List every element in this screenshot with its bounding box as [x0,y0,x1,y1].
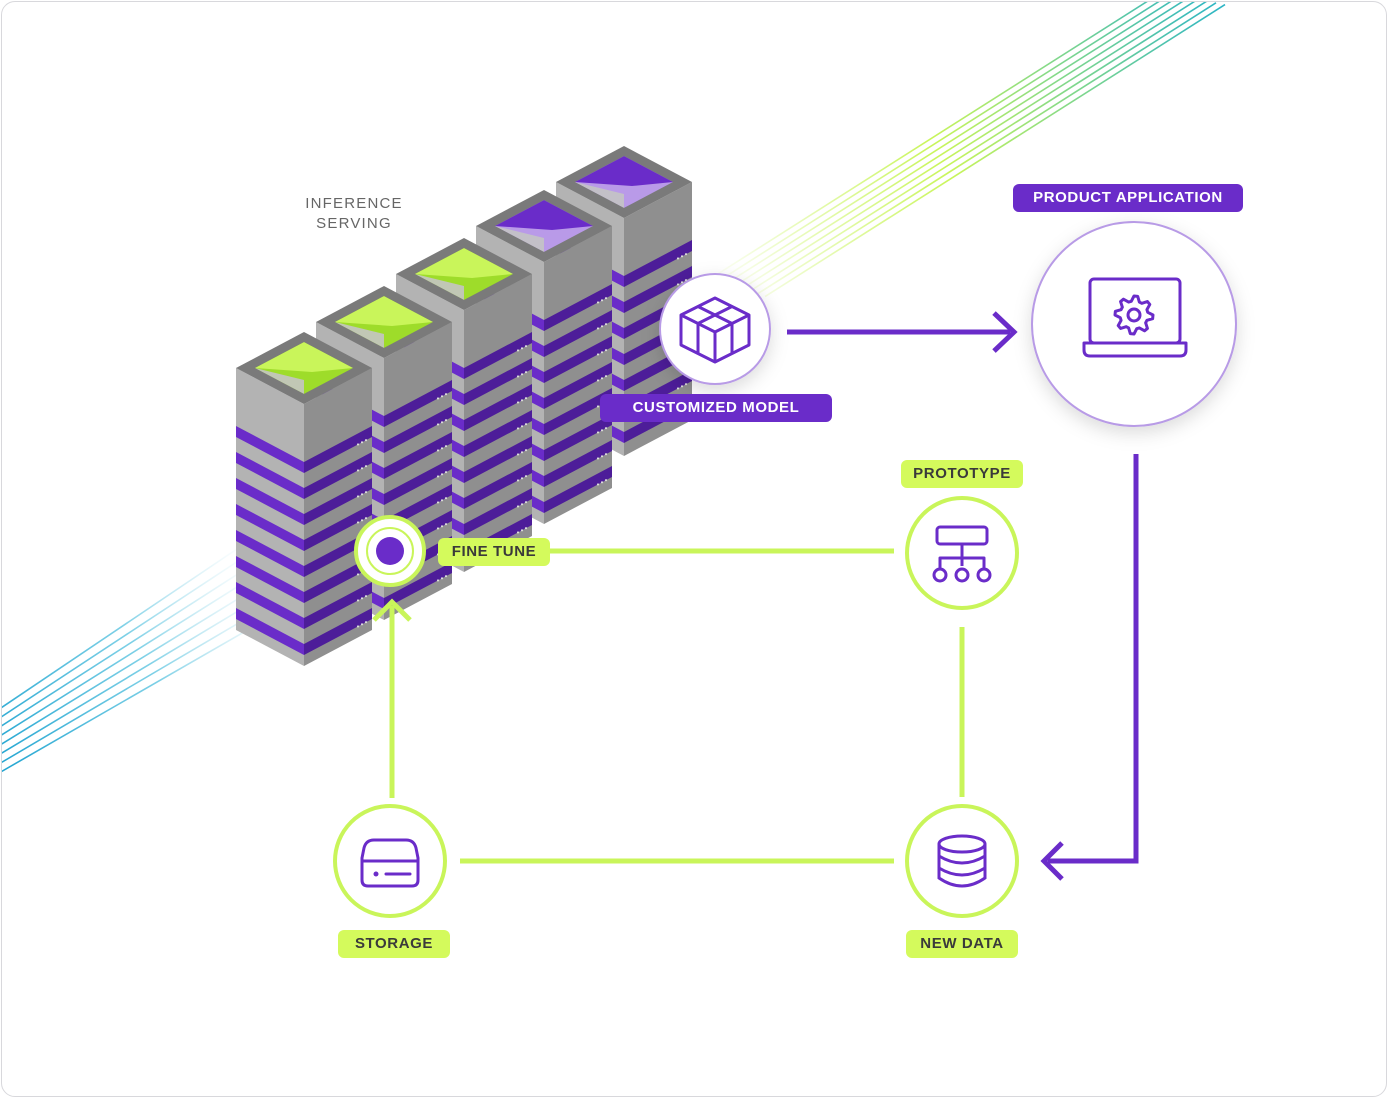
stripe-line [746,2,1207,294]
stripe-line [710,2,1160,287]
laptop-gear-icon [1082,277,1188,358]
arrowhead-fine-tune [372,598,412,622]
stripe-line [2,531,283,718]
product-application-label: PRODUCT APPLICATION [1013,184,1243,212]
product-application-node [1031,221,1237,427]
inference-serving-line-1: INFERENCE [305,195,403,212]
stripe-line [764,3,1226,298]
arrowhead-application [992,311,1018,353]
prototype-label: PROTOTYPE [901,460,1023,488]
customized-model-label: CUSTOMIZED MODEL [600,394,832,422]
inference-serving-line-2: SERVING [316,215,392,232]
inference-serving-caption: INFERENCE SERVING [284,194,424,234]
new-data-node [905,804,1019,918]
fine-tune-label: FINE TUNE [438,538,550,566]
fine-tune-node [354,515,426,587]
connectors [372,311,1139,881]
arrowhead-new-data [1040,841,1064,881]
storage-label: STORAGE [338,930,450,958]
stripe-line [719,2,1172,289]
server-tower [236,332,372,666]
stripe-line [728,2,1184,291]
stripe-line [755,2,1217,296]
prototype-node [905,496,1019,610]
stripe-line [701,2,1148,285]
edge-application-to-new-data [1048,454,1139,864]
target-dot-icon [366,527,414,575]
stripe-line [737,2,1196,292]
customized-model-node [659,273,771,385]
storage-node [333,804,447,918]
decorative-stripes-top-right [701,2,1226,298]
database-icon [937,834,987,888]
hierarchy-icon [932,525,992,583]
stripe-line [2,521,278,709]
new-data-label: NEW DATA [906,930,1018,958]
cube-icon [679,296,751,364]
server-rack-illustration [236,146,692,666]
hard-drive-icon [360,838,420,888]
